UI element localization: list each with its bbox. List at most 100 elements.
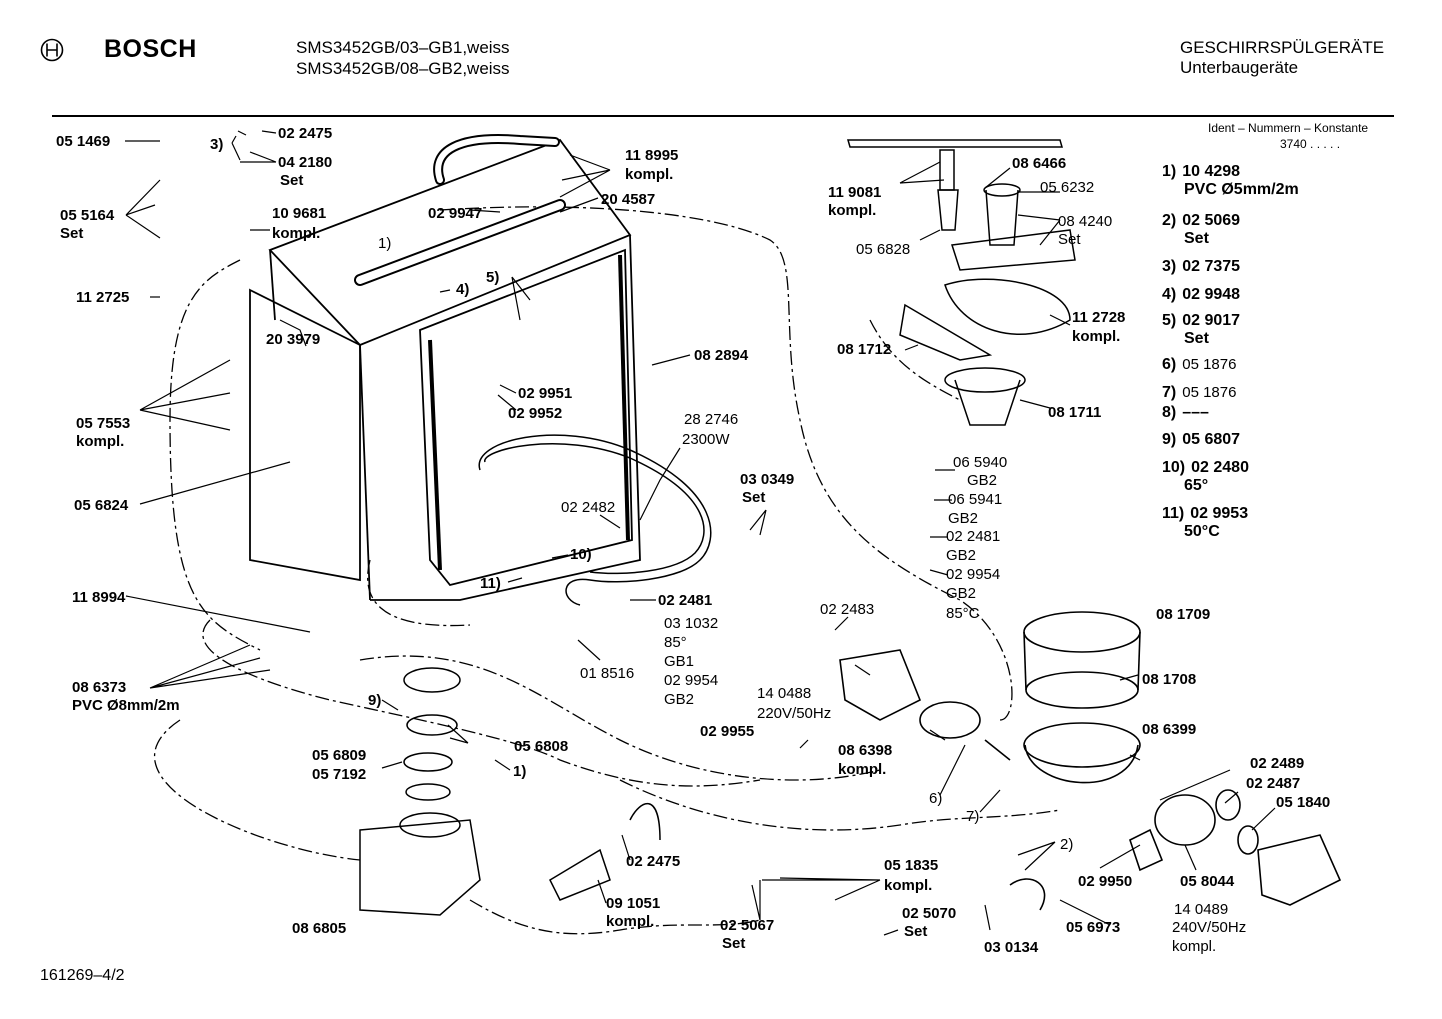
footnote-4: 4)02 9948	[1162, 286, 1241, 303]
part-label: 08 6373	[72, 679, 126, 696]
part-label: Set	[280, 172, 303, 189]
routing-lines	[153, 206, 1061, 935]
part-label: 20 4587	[601, 191, 655, 208]
part-label: 05 1835	[884, 857, 938, 874]
part-label: 02 2483	[820, 601, 874, 618]
part-label: 02 2482	[561, 499, 615, 516]
part-label: 02 2475	[626, 853, 680, 870]
part-label: kompl.	[884, 877, 932, 894]
part-label: 03 0134	[984, 939, 1039, 956]
part-label: 240V/50Hz	[1172, 919, 1246, 936]
part-label: 03 1032	[664, 615, 718, 632]
part-label: GB2	[946, 585, 976, 602]
heater-element	[478, 434, 712, 606]
header-rule	[52, 115, 1394, 117]
part-label: 85°C	[946, 605, 980, 622]
part-label: 05 1840	[1276, 794, 1330, 811]
part-label: kompl.	[828, 202, 876, 219]
bosch-logo-icon	[40, 38, 64, 62]
tub-drawing	[249, 134, 641, 601]
part-label: 05 7192	[312, 766, 366, 783]
sump-pump-assembly	[359, 667, 661, 916]
appliance-subcategory: Unterbaugeräte	[1180, 58, 1299, 77]
part-label: 02 5067	[720, 917, 774, 934]
part-label: Set	[60, 225, 83, 242]
part-label: kompl.	[606, 913, 654, 930]
part-label: 08 6398	[838, 742, 892, 759]
part-label: GB2	[664, 691, 694, 708]
part-label: 02 2487	[1246, 775, 1300, 792]
part-label: 11 2725	[76, 289, 129, 306]
part-label: 28 2746	[684, 411, 738, 428]
part-label: 02 5070	[902, 905, 956, 922]
part-label: 02 9952	[508, 405, 562, 422]
part-label: 11 9081	[828, 184, 881, 201]
part-label: 05 6808	[514, 738, 568, 755]
part-label: 05 6828	[856, 241, 910, 258]
part-label: 1)	[513, 763, 526, 780]
part-label: 08 2894	[694, 347, 749, 364]
part-label: 11 8994	[72, 589, 126, 606]
part-label: 3)	[210, 136, 223, 153]
part-label: 08 1712	[837, 341, 891, 358]
part-label: 2)	[1060, 836, 1073, 853]
part-label: kompl.	[272, 225, 320, 242]
part-label: 08 4240	[1058, 213, 1112, 230]
part-label: 02 9947	[428, 205, 482, 222]
part-label: 03 0349	[740, 471, 794, 488]
part-label: 05 8044	[1180, 873, 1235, 890]
circulation-pump-assembly	[839, 611, 1141, 784]
brand-name: BOSCH	[104, 35, 197, 63]
part-label: 5)	[486, 269, 499, 286]
part-label: 06 5940	[953, 454, 1007, 471]
part-label: Set	[1058, 231, 1081, 248]
part-label: 08 6466	[1012, 155, 1066, 172]
part-label: GB2	[948, 510, 978, 527]
part-label: 20 3979	[266, 331, 320, 348]
part-labels: 05 1469 3) 02 2475 04 2180 Set 05 5164 S…	[56, 125, 1330, 956]
part-label: 05 5164	[60, 207, 115, 224]
part-label: 08 1708	[1142, 671, 1196, 688]
drawing-code: 161269–4/2	[40, 967, 125, 984]
footnote-3: 3)02 7375	[1162, 258, 1241, 275]
part-label: GB2	[946, 547, 976, 564]
part-label: 05 6809	[312, 747, 366, 764]
part-label: 14 0489	[1174, 901, 1228, 918]
footnote-8: 8)–––	[1162, 404, 1209, 421]
part-label: 11 8995	[625, 147, 678, 164]
part-label: 08 6399	[1142, 721, 1196, 738]
part-label: kompl.	[76, 433, 124, 450]
part-label: 2300W	[682, 431, 730, 448]
ident-value: 3740 . . . . .	[1280, 137, 1341, 151]
part-label: kompl.	[1172, 938, 1216, 955]
part-label: 220V/50Hz	[757, 705, 831, 722]
appliance-category: GESCHIRRSPÜLGERÄTE	[1180, 38, 1385, 57]
part-label: 02 9954	[664, 672, 718, 689]
part-label: kompl.	[1072, 328, 1120, 345]
part-label: 08 1711	[1048, 404, 1101, 421]
part-label: 10)	[570, 546, 592, 563]
part-label: 06 5941	[948, 491, 1002, 508]
part-label: Set	[742, 489, 765, 506]
part-label: 08 6805	[292, 920, 346, 937]
part-label: 05 6973	[1066, 919, 1120, 936]
leader-lines	[125, 130, 1276, 936]
part-label: 02 9954	[946, 566, 1000, 583]
part-label: PVC Ø8mm/2m	[72, 697, 180, 714]
part-label: kompl.	[838, 761, 886, 778]
spray-arm-filters	[847, 139, 1076, 426]
part-label: 1)	[378, 235, 391, 252]
ident-title: Ident – Nummern – Konstante	[1208, 121, 1369, 135]
part-label: 05 7553	[76, 415, 130, 432]
part-label: 10 9681	[272, 205, 326, 222]
part-label: Set	[904, 923, 927, 940]
part-label: 11)	[480, 575, 501, 592]
part-label: 09 1051	[606, 895, 660, 912]
part-label: 02 2481	[946, 528, 1000, 545]
part-label: 05 6824	[74, 497, 129, 514]
